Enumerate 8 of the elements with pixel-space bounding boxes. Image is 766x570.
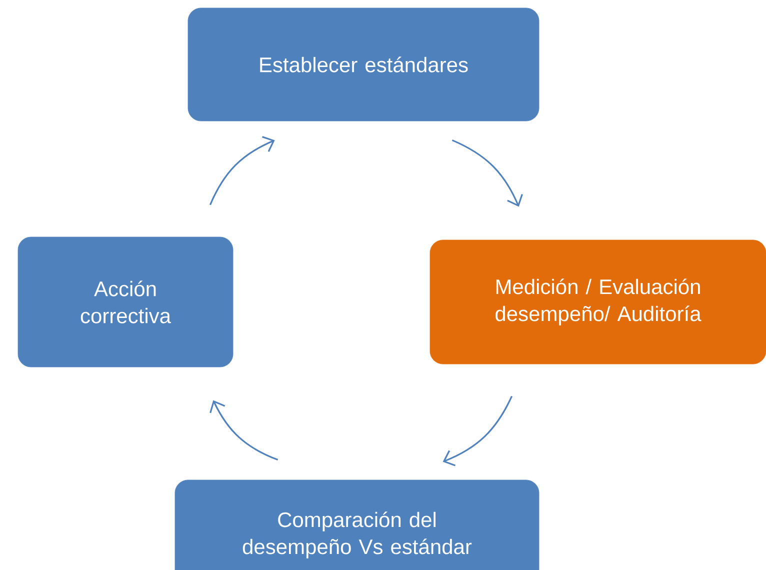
process-box: Medición / Evaluación desempeño/ Auditoría: [430, 240, 766, 364]
curved-arrow: [210, 400, 278, 461]
process-box: Acción correctiva: [18, 236, 234, 368]
curved-arrow: [209, 136, 275, 206]
curved-arrow: [452, 139, 523, 207]
process-box: Comparación del desempeño Vs estándar: [174, 480, 540, 570]
curved-arrow: [442, 396, 513, 466]
process-box: Establecer estándares: [188, 8, 540, 122]
